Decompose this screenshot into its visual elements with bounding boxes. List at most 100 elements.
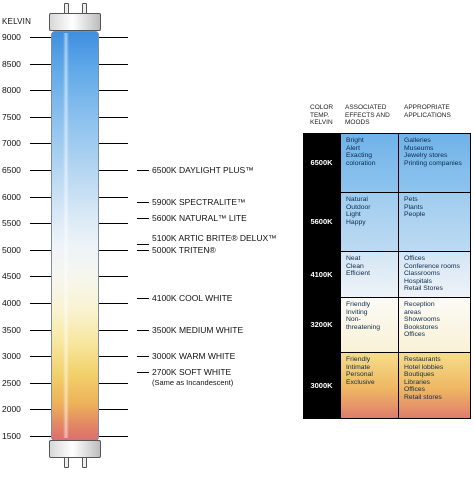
effect-item: Inviting: [346, 308, 368, 316]
kelvin-tick-label: 3500: [2, 325, 21, 335]
tube-top-cap: [49, 13, 101, 31]
table-col-divider-2: [398, 133, 399, 418]
kelvin-tick-label: 1500: [2, 431, 21, 441]
row-kelvin-label: 5600K: [303, 192, 340, 251]
kelvin-tick-label: 6000: [2, 192, 21, 202]
application-item: Offices: [404, 255, 426, 262]
effect-item: Happy: [346, 218, 366, 226]
application-item: Jewelry stores: [404, 152, 448, 160]
application-item: Hotel lobbies: [404, 363, 444, 371]
application-item: Hospitals: [404, 277, 432, 285]
kelvin-tick-label: 4000: [2, 298, 21, 308]
table-row-background: [340, 297, 471, 352]
tube-bottom-pin-left: [64, 457, 69, 468]
effect-item: Clean: [346, 262, 364, 270]
effect-item: Friendly: [346, 356, 371, 363]
application-item: Bookstores: [404, 323, 439, 331]
effect-item: coloration: [346, 159, 376, 167]
effect-item: Light: [346, 211, 361, 219]
table-bottom-border: [303, 418, 471, 419]
row-divider: [303, 297, 471, 298]
effect-item: Exacting: [346, 152, 373, 160]
row-divider: [303, 192, 471, 193]
effects-header: EFFECTS AND: [345, 111, 390, 119]
kelvin-tick-label: 4500: [2, 271, 21, 281]
lamp-tick: [137, 250, 149, 251]
tube-bottom-cap: [49, 440, 101, 458]
lamp-tick: [137, 202, 149, 203]
color-temp-header: KELVIN: [310, 119, 333, 126]
kelvin-tick-label: 8000: [2, 85, 21, 95]
application-item: areas: [404, 308, 422, 316]
application-item: Retail Stores: [404, 285, 443, 293]
row-kelvin-label: 6500K: [303, 133, 340, 192]
application-item: Pets: [404, 196, 418, 203]
fluorescent-tube-gradient: [51, 31, 99, 441]
kelvin-tick-label: 3000: [2, 351, 21, 361]
table-row-background: [340, 133, 471, 192]
lamp-tick: [137, 218, 149, 219]
application-item: Showrooms: [404, 316, 440, 324]
lamp-note: (Same as Incandescent): [152, 378, 234, 387]
kelvin-tick-label: 9000: [2, 32, 21, 42]
kelvin-tick-label: 7500: [2, 112, 21, 122]
effect-item: Bright: [346, 137, 364, 144]
lamp-tick: [137, 356, 149, 357]
row-divider: [303, 133, 471, 134]
application-item: Offices: [404, 331, 426, 339]
row-divider: [303, 352, 471, 353]
tube-top-pin-right: [82, 3, 87, 14]
lamp-label: 5100K ARTIC BRITE® DELUX™: [152, 233, 277, 243]
effect-item: Efficient: [346, 270, 371, 278]
lamp-tick: [137, 330, 149, 331]
applications-header: APPLICATIONS: [404, 111, 451, 119]
effect-item: Natural: [346, 196, 368, 203]
effect-item: Exclusive: [346, 378, 375, 386]
tube-bottom-pin-right: [82, 457, 87, 468]
application-item: Libraries: [404, 378, 431, 386]
lamp-label: 3000K WARM WHITE: [152, 351, 236, 361]
application-item: Offices: [404, 386, 426, 394]
lamp-label: 6500K DAYLIGHT PLUS™: [152, 165, 254, 175]
row-kelvin-label: 3200K: [303, 297, 340, 352]
row-kelvin-label: 3000K: [303, 352, 340, 418]
effect-item: threatening: [346, 323, 381, 331]
kelvin-tick-label: 6500: [2, 165, 21, 175]
color-temp-header: COLOR: [310, 104, 334, 111]
applications-header: APPROPRIATE: [404, 104, 450, 111]
kelvin-tick-label: 2500: [2, 378, 21, 388]
lamp-label: 2700K SOFT WHITE: [152, 367, 232, 377]
application-item: Retail stores: [404, 393, 442, 401]
tube-top-pin-left: [64, 3, 69, 14]
table-row-background: [340, 251, 471, 297]
lamp-label: 5900K SPECTRALITE™: [152, 197, 246, 207]
effect-item: Non-: [346, 316, 361, 324]
effect-item: Intimate: [346, 363, 371, 371]
table-row-background: [340, 352, 471, 418]
application-item: Museums: [404, 144, 434, 152]
effect-item: Friendly: [346, 301, 371, 308]
kelvin-tick-label: 5500: [2, 218, 21, 228]
application-item: Classrooms: [404, 270, 440, 278]
application-item: Boutiques: [404, 371, 435, 379]
table-col-divider-1: [340, 133, 341, 418]
application-item: Printing companies: [404, 159, 462, 167]
application-item: Plants: [404, 203, 423, 211]
application-item: Reception: [404, 301, 435, 308]
kelvin-axis-title: KELVIN: [2, 17, 32, 26]
lamp-tick: [137, 298, 149, 299]
effects-header: ASSOCIATED: [345, 104, 387, 111]
table-row-background: [340, 192, 471, 251]
lamp-tick: [137, 170, 149, 171]
lamp-label: 4100K COOL WHITE: [152, 293, 233, 303]
row-divider: [303, 251, 471, 252]
kelvin-tick-label: 5000: [2, 245, 21, 255]
